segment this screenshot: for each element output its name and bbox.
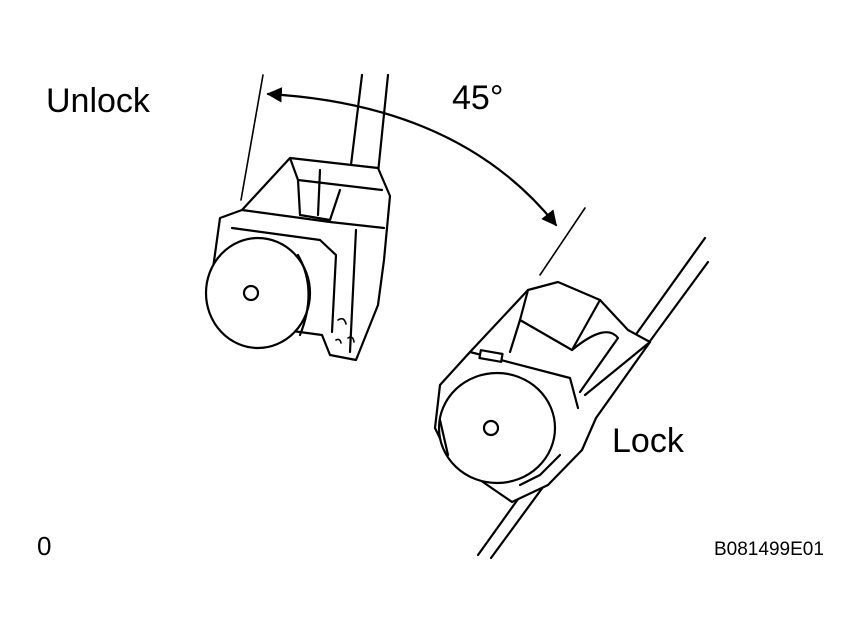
- clip-lock-tab: [478, 349, 504, 363]
- unlock-reference-line: [240, 74, 264, 201]
- angle-indicator: [240, 74, 586, 276]
- lock-reference-line: [539, 207, 586, 276]
- clip-lock-pin: [482, 419, 500, 437]
- clip-unlock: [204, 156, 392, 362]
- clip-lock: [433, 280, 652, 504]
- clip-unlock-pin: [242, 284, 260, 302]
- unlock-label: Unlock: [46, 82, 150, 120]
- angle-arc-arrow: [266, 87, 558, 227]
- angle-label: 45°: [452, 79, 504, 117]
- page-marker: 0: [37, 531, 52, 561]
- figure-code: B081499E01: [714, 539, 824, 560]
- lock-label: Lock: [612, 422, 684, 460]
